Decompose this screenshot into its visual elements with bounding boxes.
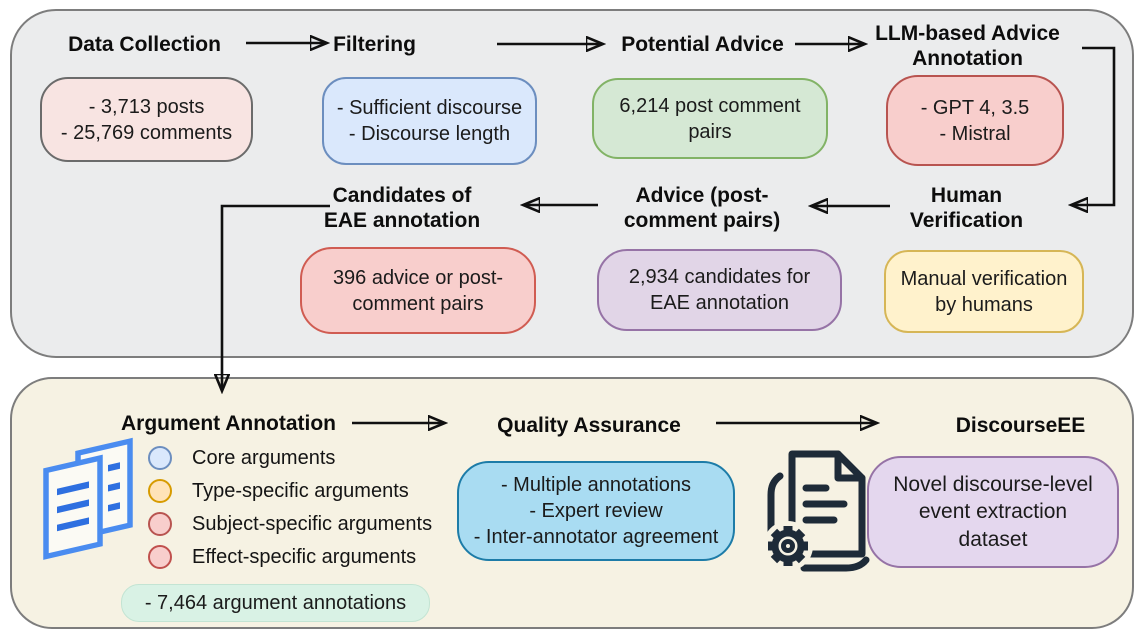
pairs-count: 6,214 post comment pairs	[619, 94, 801, 143]
qa-method-1: - Multiple annotations	[500, 474, 692, 496]
candidates-396-text: 396 advice or post-comment pairs	[332, 266, 504, 315]
step-title-filtering: Filtering	[333, 33, 416, 56]
legend-item-type-specific-arguments: Type-specific arguments	[148, 479, 432, 503]
box-post-comment-pairs: 6,214 post comment pairs	[592, 78, 828, 159]
step-title-llm-advice-annotation: LLM-based Advice Annotation	[875, 22, 1060, 70]
badge-argument-annotations-count: - 7,464 argument annotations	[121, 584, 430, 622]
annotation-count-text: - 7,464 argument annotations	[144, 591, 407, 614]
filter-criterion-1: - Sufficient discourse	[336, 97, 523, 119]
step-title-potential-advice: Potential Advice	[621, 33, 784, 56]
manual-verification-text: Manual verification by humans	[900, 267, 1068, 316]
box-eae-candidates-2934: 2,934 candidates for EAE annotation	[597, 249, 842, 331]
legend-label: Effect-specific arguments	[192, 545, 417, 568]
discourseee-description-text: Novel discourse-level event extraction d…	[893, 473, 1093, 551]
llm-model-2: - Mistral	[939, 122, 1011, 145]
qa-method-2: - Expert review	[529, 500, 663, 522]
legend-label: Type-specific arguments	[192, 479, 409, 502]
effect-specific-argument-dot-icon	[148, 545, 172, 569]
legend-label: Subject-specific arguments	[192, 512, 433, 535]
box-discourseee-description: Novel discourse-level event extraction d…	[867, 456, 1119, 568]
stat-comments: - 25,769 comments	[60, 121, 233, 144]
stacked-documents-icon	[43, 437, 133, 560]
legend-item-core-arguments: Core arguments	[148, 446, 432, 470]
legend-item-effect-specific-arguments: Effect-specific arguments	[148, 545, 432, 569]
step-title-advice-pairs: Advice (post-comment pairs)	[623, 184, 781, 232]
type-specific-argument-dot-icon	[148, 479, 172, 503]
step-title-discourseee: DiscourseEE	[955, 414, 1086, 437]
box-eae-candidates-396: 396 advice or post-comment pairs	[300, 247, 536, 334]
step-title-eae-candidates: Candidates of EAE annotation	[323, 184, 481, 232]
step-title-quality-assurance: Quality Assurance	[497, 414, 681, 437]
box-filtering-criteria: - Sufficient discourse - Discourse lengt…	[322, 77, 537, 165]
legend-label: Core arguments	[192, 446, 336, 469]
candidates-2934-text: 2,934 candidates for EAE annotation	[628, 266, 811, 314]
box-quality-assurance-methods: - Multiple annotations - Expert review -…	[457, 461, 735, 561]
llm-model-1: - GPT 4, 3.5	[920, 96, 1030, 119]
argument-type-legend: Core arguments Type-specific arguments S…	[148, 446, 432, 578]
box-data-collection-stats: - 3,713 posts - 25,769 comments	[40, 77, 253, 162]
core-argument-dot-icon	[148, 446, 172, 470]
step-title-argument-annotation: Argument Annotation	[120, 412, 337, 435]
legend-item-subject-specific-arguments: Subject-specific arguments	[148, 512, 432, 536]
step-title-human-verification: Human Verification	[909, 184, 1024, 232]
box-llm-models: - GPT 4, 3.5 - Mistral	[886, 75, 1064, 166]
filter-criterion-2: - Discourse length	[348, 123, 511, 145]
box-manual-verification: Manual verification by humans	[884, 250, 1084, 333]
stat-posts: - 3,713 posts	[88, 95, 205, 118]
subject-specific-argument-dot-icon	[148, 512, 172, 536]
document-gear-icon	[763, 450, 870, 572]
step-title-data-collection: Data Collection	[68, 33, 221, 56]
qa-method-3: - Inter-annotator agreement	[473, 526, 719, 548]
